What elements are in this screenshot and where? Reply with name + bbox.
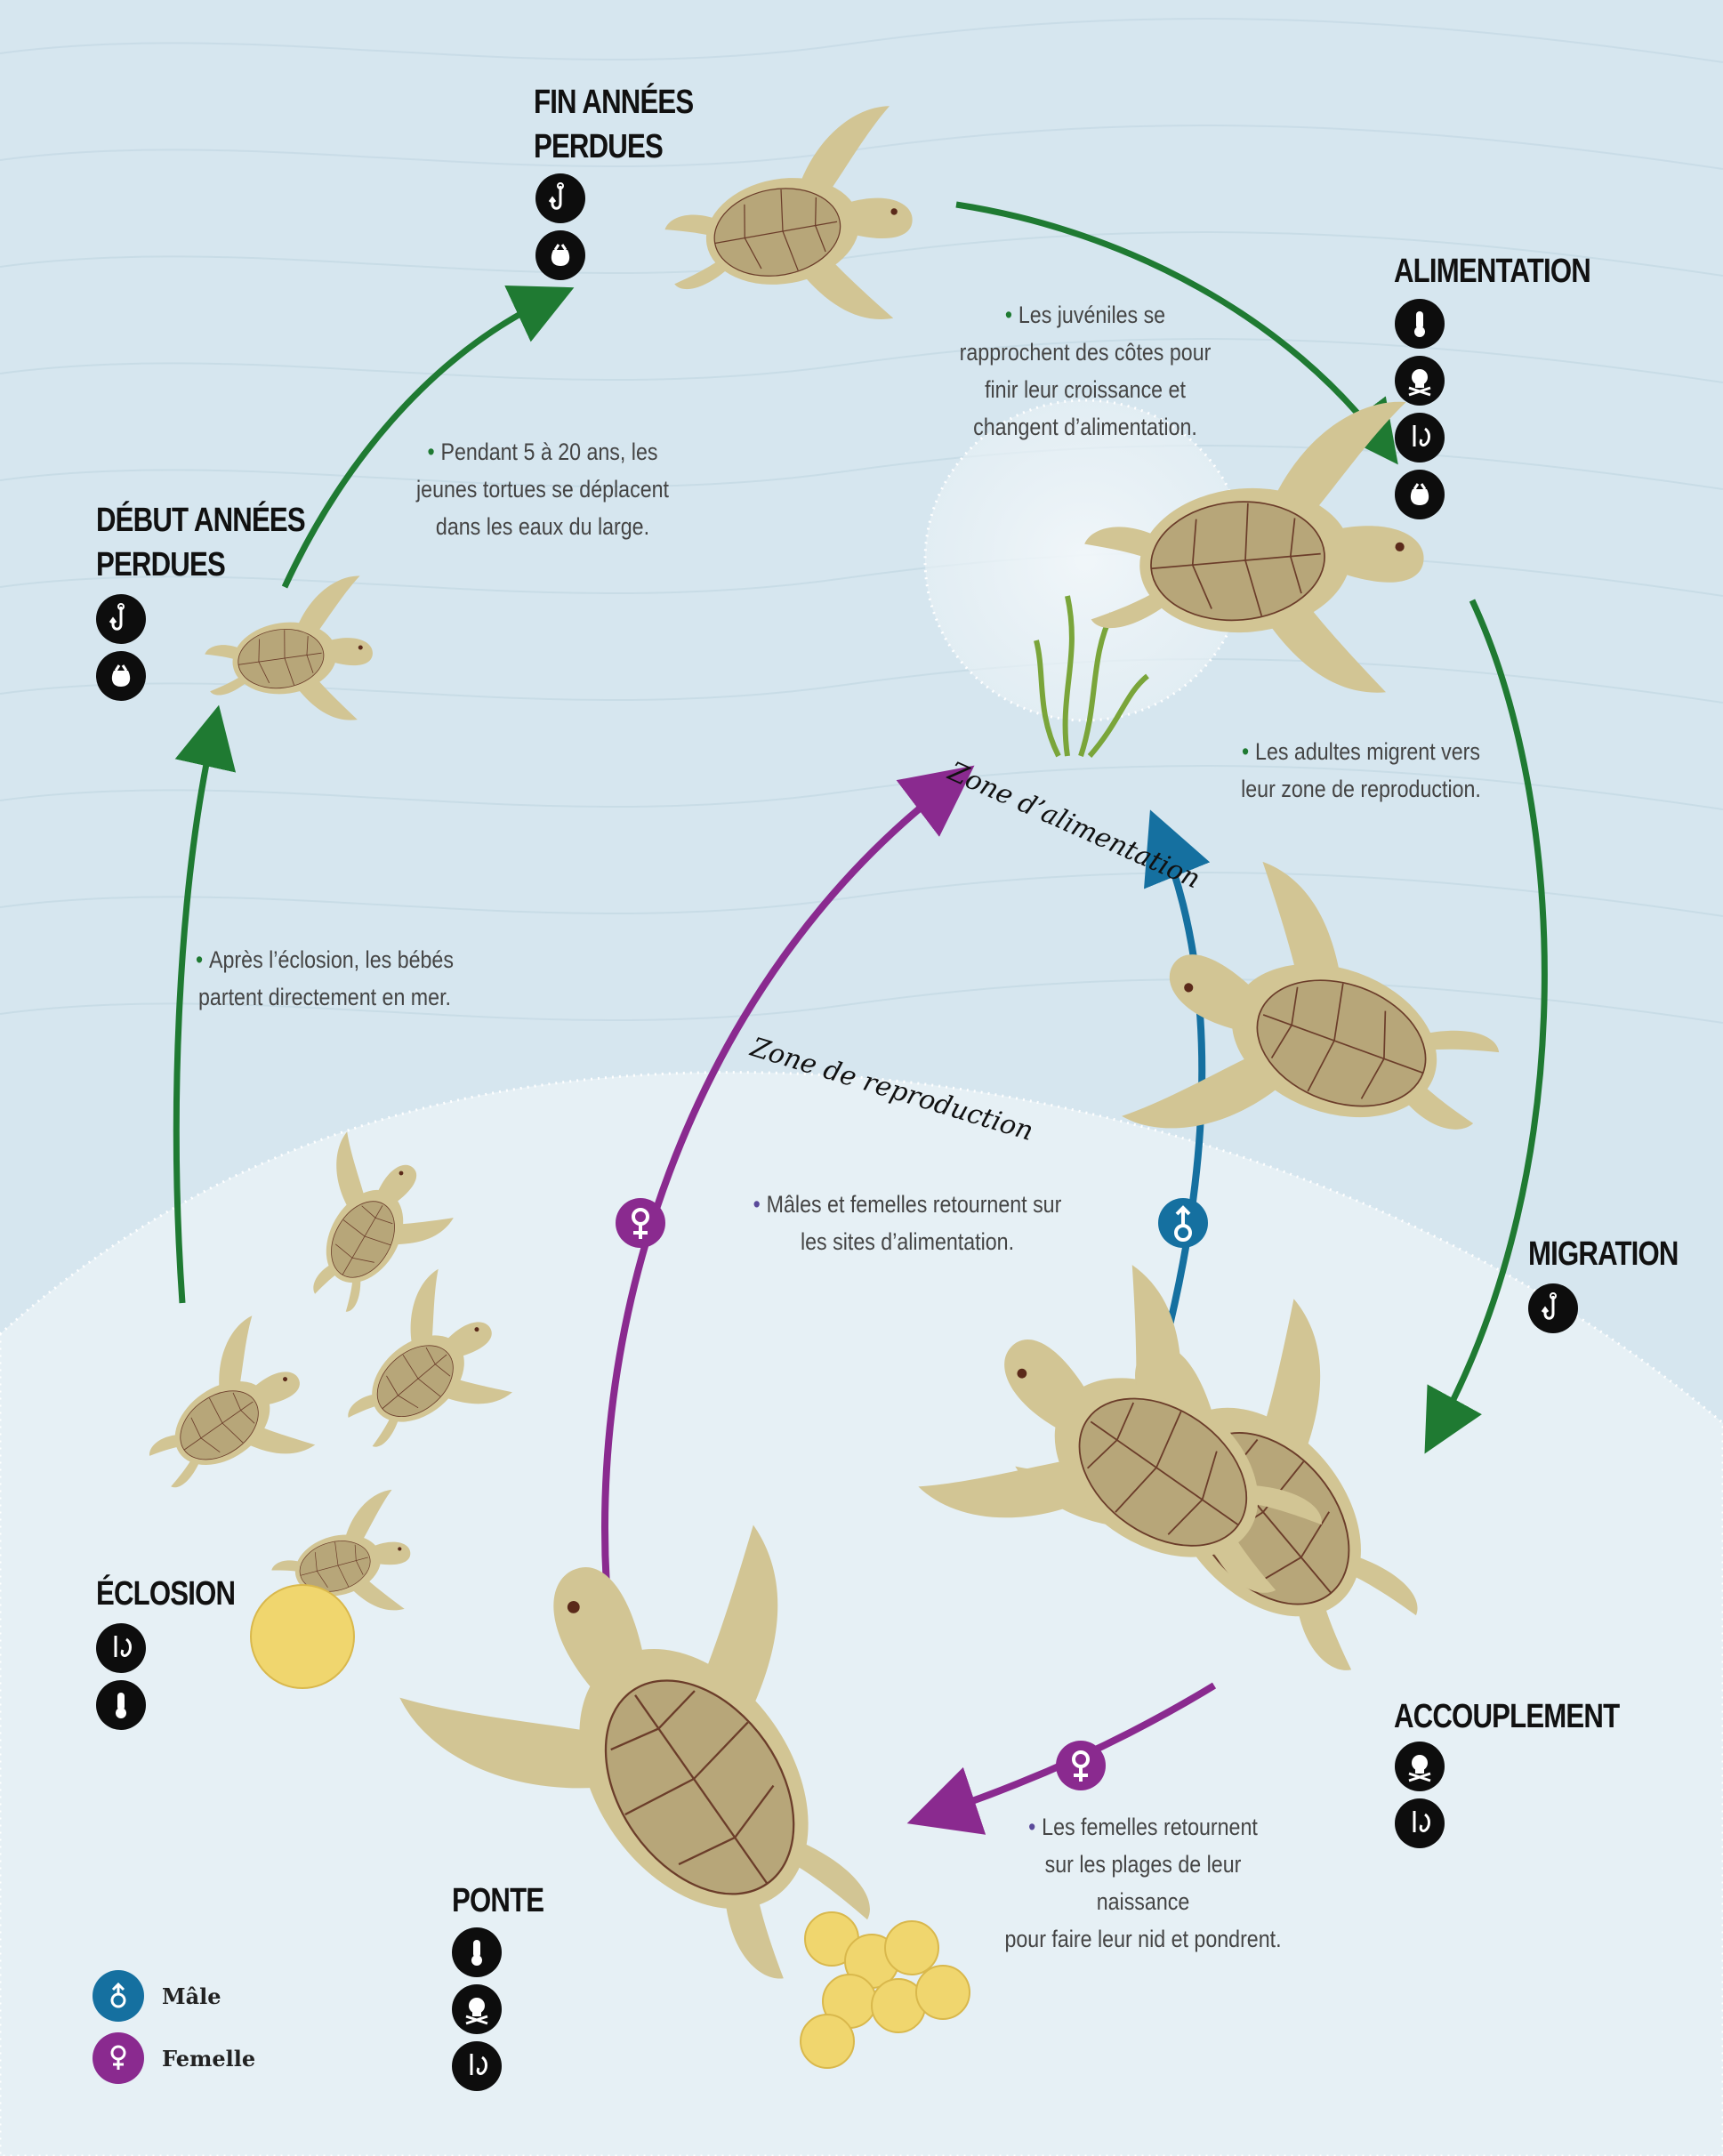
note-pendant: •Pendant 5 à 20 ans, les jeunes tortues …: [398, 433, 688, 545]
stage-ponte: PONTE: [452, 1878, 543, 1923]
stage-label-line: PONTE: [452, 1878, 543, 1923]
note-line: Pendant 5 à 20 ans, les: [440, 438, 657, 465]
note-line: partent directement en mer.: [187, 978, 463, 1016]
note-line: dans les eaux du large.: [398, 508, 688, 545]
hook-icon: [1528, 1283, 1578, 1333]
note-apres: •Après l’éclosion, les bébés partent dir…: [187, 941, 463, 1016]
note-line: leur zone de reproduction.: [1223, 770, 1499, 808]
stage-eclosion: ÉCLOSION: [96, 1572, 235, 1616]
male-icon: [93, 1970, 144, 2022]
stage-label-line: ALIMENTATION: [1394, 249, 1590, 294]
note-line: pour faire leur nid et pondrent.: [1002, 1920, 1284, 1958]
bullet-icon: •: [427, 438, 434, 465]
bullet-icon: •: [1242, 738, 1249, 765]
note-line: les sites d’alimentation.: [746, 1223, 1067, 1260]
arrow-eclosion-to-debut: [176, 729, 213, 1303]
bullet-icon: •: [196, 946, 203, 973]
male-badge: [1158, 1198, 1208, 1248]
stage-fin-annees-perdues: FIN ANNÉES PERDUES: [534, 80, 693, 169]
note-juveniles: • Les juvéniles se rapprochent des côtes …: [940, 296, 1231, 446]
thermometer-icon: [96, 1680, 146, 1730]
note-line: Mâles et femelles retournent sur: [767, 1191, 1062, 1218]
threats-alimentation: [1395, 299, 1445, 519]
note-line: jeunes tortues se déplacent: [398, 471, 688, 508]
stage-label-line: ACCOUPLEMENT: [1394, 1694, 1619, 1739]
bullet-icon: •: [1005, 302, 1012, 328]
note-femelles: • Les femelles retournent sur les plages …: [1002, 1808, 1284, 1958]
threats-eclosion: [96, 1623, 146, 1730]
threats-ponte: [452, 1927, 502, 2091]
stage-alimentation: ALIMENTATION: [1394, 249, 1590, 294]
arrow-male-return: [1161, 836, 1202, 1325]
legend-female-label: Femelle: [162, 2046, 255, 2072]
bag-icon: [1395, 470, 1445, 519]
threats-migration: [1528, 1283, 1578, 1333]
stage-label-line: DÉBUT ANNÉES: [96, 498, 305, 543]
skull-icon: [1395, 1742, 1445, 1791]
net-hook-icon: [96, 1623, 146, 1673]
bullet-icon: •: [1028, 1814, 1035, 1840]
net-hook-icon: [1395, 413, 1445, 463]
bag-icon: [535, 230, 585, 280]
stage-migration: MIGRATION: [1528, 1232, 1679, 1276]
legend-female: Femelle: [93, 2032, 255, 2084]
note-males: •Mâles et femelles retournent sur les si…: [746, 1186, 1067, 1260]
turtle-debut-annees-perdues: [197, 575, 382, 740]
note-line: Les femelles retournent: [1042, 1814, 1258, 1840]
threats-debut-annees-perdues: [96, 594, 146, 701]
thermometer-icon: [452, 1927, 502, 1977]
skull-icon: [1395, 356, 1445, 406]
note-line: Après l’éclosion, les bébés: [209, 946, 454, 973]
note-line: Les juvéniles se: [1019, 302, 1165, 328]
female-badge-right: [1056, 1741, 1106, 1790]
stage-accouplement: ACCOUPLEMENT: [1394, 1694, 1619, 1739]
legend-male: Mâle: [93, 1970, 255, 2022]
stage-label-line: MIGRATION: [1528, 1232, 1679, 1276]
bag-icon: [96, 651, 146, 701]
stage-label-line: PERDUES: [96, 543, 305, 587]
female-badge-left: [616, 1198, 665, 1248]
skull-icon: [452, 1984, 502, 2034]
net-hook-icon: [452, 2041, 502, 2091]
stage-debut-annees-perdues: DÉBUT ANNÉES PERDUES: [96, 498, 305, 587]
note-line: finir leur croissance et: [940, 371, 1231, 408]
stage-label-line: PERDUES: [534, 125, 693, 169]
note-line: Les adultes migrent vers: [1255, 738, 1480, 765]
hook-icon: [96, 594, 146, 644]
legend: Mâle Femelle: [93, 1970, 255, 2095]
thermometer-icon: [1395, 299, 1445, 349]
note-adultes: •Les adultes migrent vers leur zone de r…: [1223, 733, 1499, 808]
note-line: rapprochent des côtes pour: [940, 334, 1231, 371]
turtle-alimentation: [1075, 400, 1435, 717]
note-line: sur les plages de leur naissance: [1002, 1846, 1284, 1920]
bullet-icon: •: [753, 1191, 761, 1218]
hook-icon: [535, 173, 585, 223]
net-hook-icon: [1395, 1798, 1445, 1848]
note-line: changent d’alimentation.: [940, 408, 1231, 446]
female-icon: [93, 2032, 144, 2084]
stage-label-line: FIN ANNÉES: [534, 80, 693, 125]
threats-fin-annees-perdues: [535, 173, 585, 280]
stage-label-line: ÉCLOSION: [96, 1572, 235, 1616]
threats-accouplement: [1395, 1742, 1445, 1848]
legend-male-label: Mâle: [162, 1983, 221, 2009]
